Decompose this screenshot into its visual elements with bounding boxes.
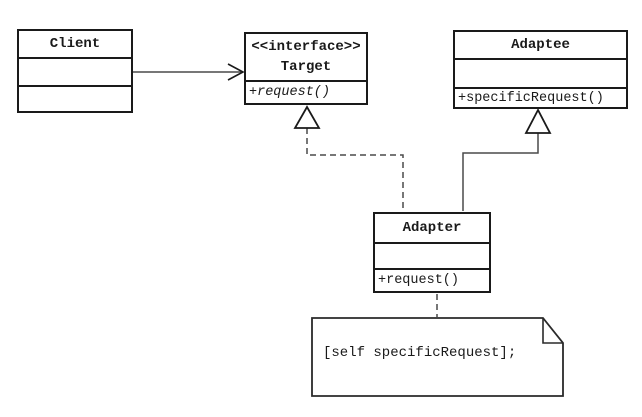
operation-request-abstract: +request() <box>249 85 331 100</box>
class-client: Client <box>17 29 133 113</box>
interface-target: <<interface>> Target +request() <box>244 32 368 105</box>
class-adapter-attributes <box>375 242 489 268</box>
class-adaptee-operations: +specificRequest() <box>455 87 626 107</box>
note-text: [self specificRequest]; <box>323 345 517 361</box>
class-client-operations <box>19 85 131 111</box>
note-shape <box>311 317 564 397</box>
class-adapter-operations: +request() <box>375 268 489 291</box>
class-adaptee-attributes <box>455 58 626 87</box>
note-fold-icon <box>542 318 563 344</box>
open-arrowhead-icon <box>227 63 245 81</box>
class-adapter-name: Adapter <box>402 220 462 236</box>
realization-adapter-target <box>293 105 404 211</box>
class-client-attributes <box>19 57 131 85</box>
interface-target-operations: +request() <box>246 80 366 103</box>
class-adapter: Adapter +request() <box>373 212 491 293</box>
hollow-triangle-icon <box>293 105 321 129</box>
operation-request: +request() <box>378 273 460 288</box>
generalization-adapter-adaptee <box>462 108 552 211</box>
hollow-triangle-icon <box>524 108 552 134</box>
class-adaptee-name: Adaptee <box>511 37 570 53</box>
operation-specific-request: +specificRequest() <box>458 90 604 106</box>
interface-target-name: Target <box>280 59 332 75</box>
interface-target-header: <<interface>> Target <box>246 34 366 80</box>
class-client-name: Client <box>49 36 101 52</box>
interface-target-stereotype: <<interface>> <box>251 39 361 55</box>
class-adaptee: Adaptee +specificRequest() <box>453 30 628 109</box>
association-client-target <box>133 63 245 81</box>
